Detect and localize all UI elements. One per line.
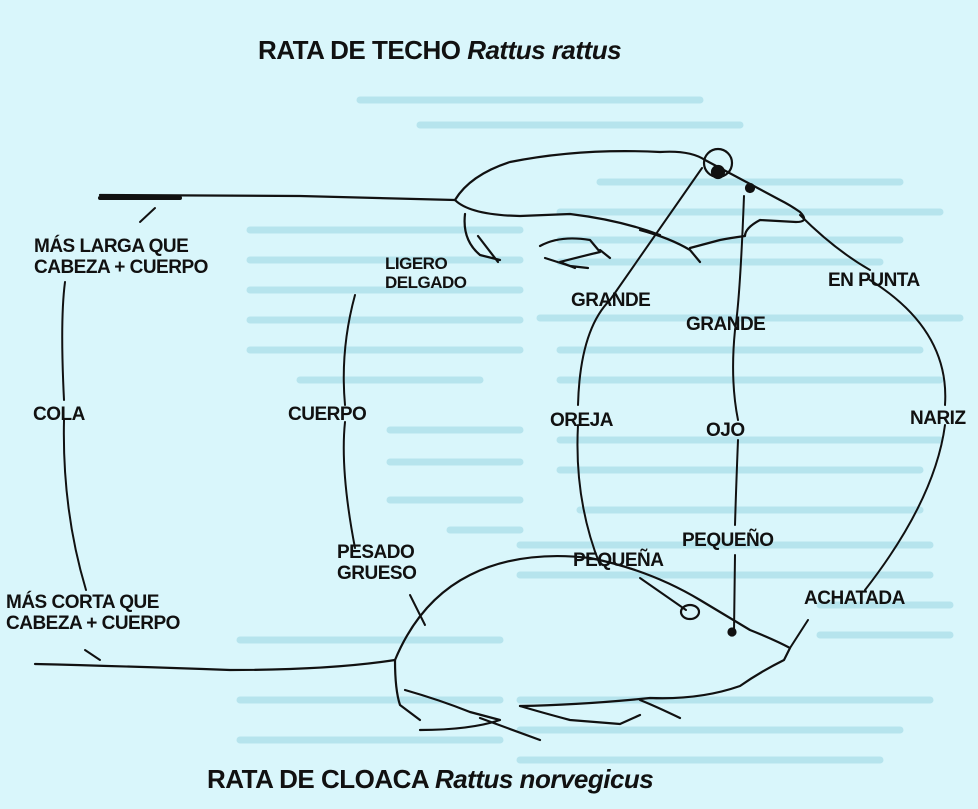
ear-label: OREJA: [550, 410, 613, 431]
top-title-scientific: Rattus rattus: [467, 35, 622, 65]
nose-label: NARIZ: [910, 408, 966, 429]
roof-rat-tail: [98, 193, 457, 202]
tail-long-label: MÁS LARGA QUE CABEZA + CUERPO: [34, 236, 208, 279]
body-light-label: LIGERO DELGADO: [385, 254, 467, 293]
eye-small-label: PEQUEÑO: [682, 530, 774, 551]
connector-lines: [61, 167, 947, 661]
eye-large-label: GRANDE: [686, 314, 766, 335]
nose-flat-label: ACHATADA: [804, 588, 905, 609]
norway-rat-hind-leg: [403, 688, 502, 732]
eye-label: OJO: [706, 420, 745, 441]
tail-label: COLA: [33, 404, 85, 425]
tail-short-label: MÁS CORTA QUE CABEZA + CUERPO: [6, 592, 180, 635]
norway-rat-drawing: [33, 554, 792, 742]
bottom-title: RATA DE CLOACA Rattus norvegicus: [207, 764, 654, 794]
roof-rat-eye: [744, 182, 756, 194]
body-label: CUERPO: [288, 404, 367, 425]
norway-rat-front-leg: [518, 698, 682, 726]
ear-small-label: PEQUEÑA: [573, 550, 664, 571]
ear-large-label: GRANDE: [571, 290, 651, 311]
norway-rat-body: [393, 554, 792, 708]
roof-rat-body: [453, 150, 806, 250]
norway-rat-ear: [679, 603, 701, 621]
bottom-title-scientific: Rattus norvegicus: [434, 764, 654, 794]
bottom-title-common: RATA DE CLOACA: [207, 764, 429, 794]
top-title: RATA DE TECHO Rattus rattus: [258, 35, 622, 65]
roof-rat-hind-leg: [463, 212, 502, 264]
top-title-common: RATA DE TECHO: [258, 35, 461, 65]
body-heavy-label: PESADO GRUESO: [337, 542, 417, 585]
background-faded-text: [236, 96, 964, 764]
nose-pointed-label: EN PUNTA: [828, 270, 920, 291]
roof-rat-front-leg: [538, 237, 612, 270]
norway-rat-tail: [33, 658, 397, 672]
roof-rat-drawing: [98, 147, 806, 270]
